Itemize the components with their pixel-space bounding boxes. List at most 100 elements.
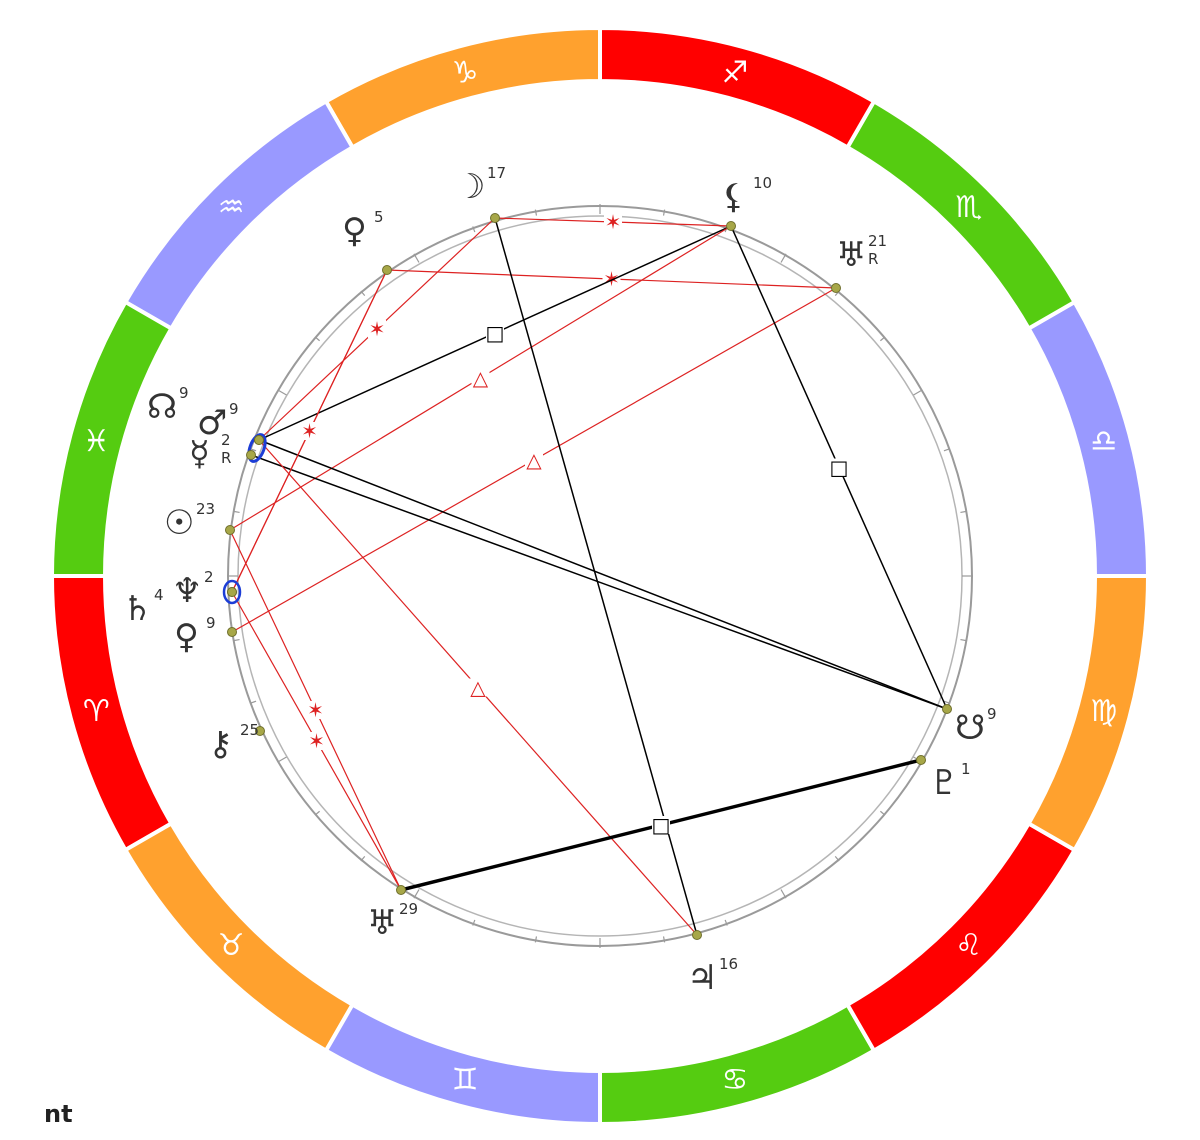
degree-tick [314,810,321,816]
planet-degree: 2 [204,568,214,586]
scorpio-sign-icon: ♏ [955,190,982,225]
sextile-aspect-icon: ✶ [603,267,620,291]
degree-tick [960,510,967,514]
degree-tick [724,919,728,926]
degree-tick [250,448,257,452]
degree-tick [879,336,886,342]
square-aspect-icon: □ [830,456,849,480]
degree-tick [314,336,321,342]
inner-inner-circle [237,215,963,937]
planet-dot [246,450,256,460]
degree-tick [879,810,886,816]
degree-tick [534,209,538,216]
venus-icon: ♀ [342,211,367,251]
aquarius-sign-icon: ♒ [218,190,245,225]
planet-degree: 29 [399,900,418,918]
aspect-symbol-bg [525,451,543,469]
planet-degree: 4 [154,586,164,604]
aspect-symbol-bg [486,324,504,342]
planet-pluto[interactable]: ♇1 [916,755,971,804]
north-node-icon: ☊ [147,387,177,427]
degree-tick [960,638,967,642]
planet-degree: 9 [987,705,997,723]
capricorn-sign-icon: ♑ [452,55,479,90]
planet-uranus29[interactable]: ♅29 [367,885,418,944]
degree-tick [834,855,840,862]
planet-dot [692,930,702,940]
retrograde-marker: R [221,449,231,467]
planet-degree: 1 [961,760,971,778]
planet-mars[interactable]: ♂9 [197,400,264,445]
aspect-line-opposition [494,217,698,936]
degree-tick [472,226,476,233]
degree-tick [233,510,240,514]
taurus-sign-icon: ♉ [218,928,245,963]
planet-venus5[interactable]: ♀5 [342,208,392,275]
jupiter-icon: ♃ [687,958,717,998]
south-node-icon: ☋ [955,708,985,748]
aspect-symbol-bg [471,369,490,387]
sextile-aspect-icon: ✶ [605,210,622,234]
degree-tick [472,919,476,926]
uranus-icon: ♅ [836,235,866,275]
sextile-aspect-icon: ✶ [307,698,324,722]
planet-layer: ☽17⚸10♅21R♀5☊9♂9☿2R☉23♄4♆2♀9⚷25☋9♇1♅29♃1… [122,164,997,998]
planet-jupiter[interactable]: ♃16 [687,930,738,999]
conjunction-highlight-ring [222,579,242,605]
planet-moon[interactable]: ☽17 [455,164,506,223]
trine-aspect-icon: △ [473,366,489,390]
pisces-sign-icon: ♓ [83,424,110,459]
planet-mercury[interactable]: ☿2R [189,431,256,474]
planet-sun[interactable]: ☉23 [164,500,235,543]
planet-chiron[interactable]: ⚷ 25 [208,721,265,764]
zodiac-segment-virgo [1025,574,1151,853]
degree-tick [360,290,366,297]
degree-tick [413,253,420,263]
degree-tick [277,389,287,396]
planet-sheep[interactable]: ☋9 [942,704,997,749]
libra-sign-icon: ♎ [1090,424,1117,459]
planet-degree: 25 [240,721,259,739]
neptune-icon: ♆ [172,571,202,611]
planet-dot [382,265,392,275]
aspect-symbol-bg [368,320,386,338]
inner-chart-circle [227,204,973,948]
aspect-symbol-bg [307,732,326,750]
zodiac-segment-pisces [49,299,175,578]
sagittarius-sign-icon: ♐ [722,55,749,90]
sun-icon: ☉ [164,503,194,543]
planet-degree: 10 [753,174,772,192]
planet-dot [490,213,500,223]
aspect-line-opposition [258,439,948,710]
mercury-icon: ☿ [189,434,210,474]
planet-degree: 9 [206,614,216,632]
degree-tick [662,209,666,216]
planet-venus9[interactable]: ♀9 [174,614,237,657]
square-aspect-icon: □ [486,321,505,345]
square-aspect-icon: □ [652,813,671,837]
aspect-lines: ✶✶□△△□△□✶✶✶✶✶ [229,210,948,936]
planet-lilith[interactable]: ⚸10 [721,174,772,231]
planet-degree: 9 [179,384,189,402]
planet-neptune[interactable]: ♆2 [172,568,237,611]
sextile-aspect-icon: ✶ [308,729,325,753]
planet-uranus[interactable]: ♅21R [831,232,888,293]
aspect-symbol-bg [830,458,848,477]
degree-tick [233,638,240,642]
retrograde-marker: R [868,250,878,268]
zodiac-segment-libra [1025,299,1151,578]
planet-dot [942,704,952,714]
virgo-sign-icon: ♍ [1090,694,1117,729]
degree-tick [780,253,787,263]
aspect-symbol-bg [652,816,670,834]
highlight-rings [222,433,267,605]
trine-aspect-icon: △ [470,676,486,700]
aspect-symbol-bg [604,213,622,231]
gemini-sign-icon: ♊ [452,1063,479,1098]
chiron-icon: ⚷ [208,724,233,764]
degree-tick [662,936,666,943]
mars-icon: ♂ [197,403,227,443]
sextile-aspect-icon: ✶ [301,419,318,443]
saturn-icon: ♄ [122,589,152,629]
degree-tick [943,700,950,704]
